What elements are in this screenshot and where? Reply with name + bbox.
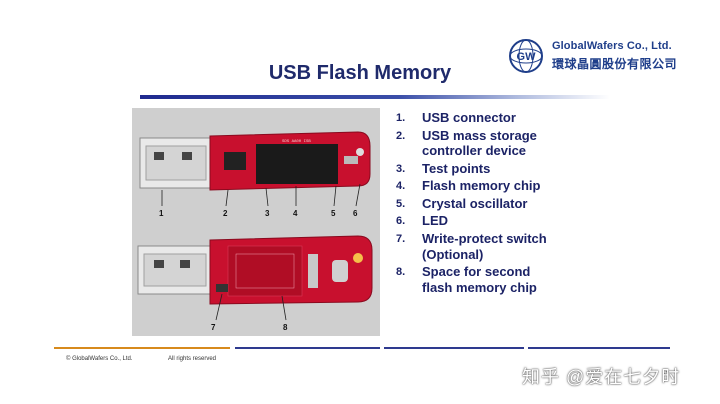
list-item: 1.USB connector bbox=[396, 110, 516, 125]
svg-text:SDS AA00 ISB: SDS AA00 ISB bbox=[282, 140, 311, 144]
crystal-oscillator bbox=[332, 260, 348, 282]
footer-bar-blue bbox=[528, 347, 670, 349]
flash-chip bbox=[256, 144, 338, 184]
list-item: 6.LED bbox=[396, 213, 448, 229]
footer-rights: All rights reserved bbox=[168, 356, 217, 362]
write-protect-switch bbox=[216, 284, 228, 292]
callout-3: 3 bbox=[265, 209, 270, 218]
company-logo: GW GlobalWafers Co., Ltd. 環球晶圓股份有限公司 bbox=[508, 38, 708, 74]
pcb-bottom bbox=[209, 235, 373, 305]
callout-6: 6 bbox=[353, 209, 358, 218]
controller-chip bbox=[224, 152, 246, 170]
footer-bar-blue bbox=[384, 347, 524, 349]
list-item: 7.Write-protect switch (Optional) bbox=[396, 231, 547, 262]
callout-8: 8 bbox=[283, 323, 288, 332]
usb-connector-bottom bbox=[137, 245, 213, 295]
component-list: 1.USB connector 2.USB mass storage contr… bbox=[396, 110, 720, 297]
footer-bar-blue bbox=[235, 347, 380, 349]
pcb-top: SDS AA00 ISB bbox=[209, 131, 371, 191]
logo-initials: GW bbox=[517, 51, 537, 63]
list-item: 5.Crystal oscillator bbox=[396, 195, 528, 211]
callout-2: 2 bbox=[223, 209, 228, 218]
logo-name-en: GlobalWafers Co., Ltd. bbox=[552, 40, 672, 52]
list-item: 8.Space for second flash memory chip bbox=[396, 264, 537, 295]
list-item: 3.Test points bbox=[396, 160, 491, 176]
callout-7: 7 bbox=[211, 323, 216, 332]
led-icon bbox=[353, 253, 363, 263]
watermark: 知乎 @爱在七夕时 bbox=[522, 367, 681, 387]
list-item: 2.USB mass storage controller device bbox=[396, 127, 537, 159]
callout-1: 1 bbox=[159, 209, 164, 218]
footer-copyright: © GlobalWafers Co., Ltd. bbox=[66, 356, 133, 362]
title-underline bbox=[140, 95, 610, 99]
page-number: 3 bbox=[664, 368, 669, 377]
callout-4: 4 bbox=[293, 209, 298, 218]
usb-board-photo: SDS AA00 ISB 1 2 3 4 5 6 bbox=[132, 108, 380, 336]
footer-bar-orange bbox=[54, 347, 230, 349]
list-item: 4.Flash memory chip bbox=[396, 178, 541, 194]
logo-name-cn: 環球晶圓股份有限公司 bbox=[552, 57, 678, 71]
callout-5: 5 bbox=[331, 209, 336, 218]
globe-logo-icon: GW bbox=[509, 39, 543, 73]
empty-chip-space bbox=[227, 245, 303, 297]
slide-title: USB Flash Memory bbox=[268, 62, 452, 84]
usb-connector-top bbox=[139, 137, 213, 189]
